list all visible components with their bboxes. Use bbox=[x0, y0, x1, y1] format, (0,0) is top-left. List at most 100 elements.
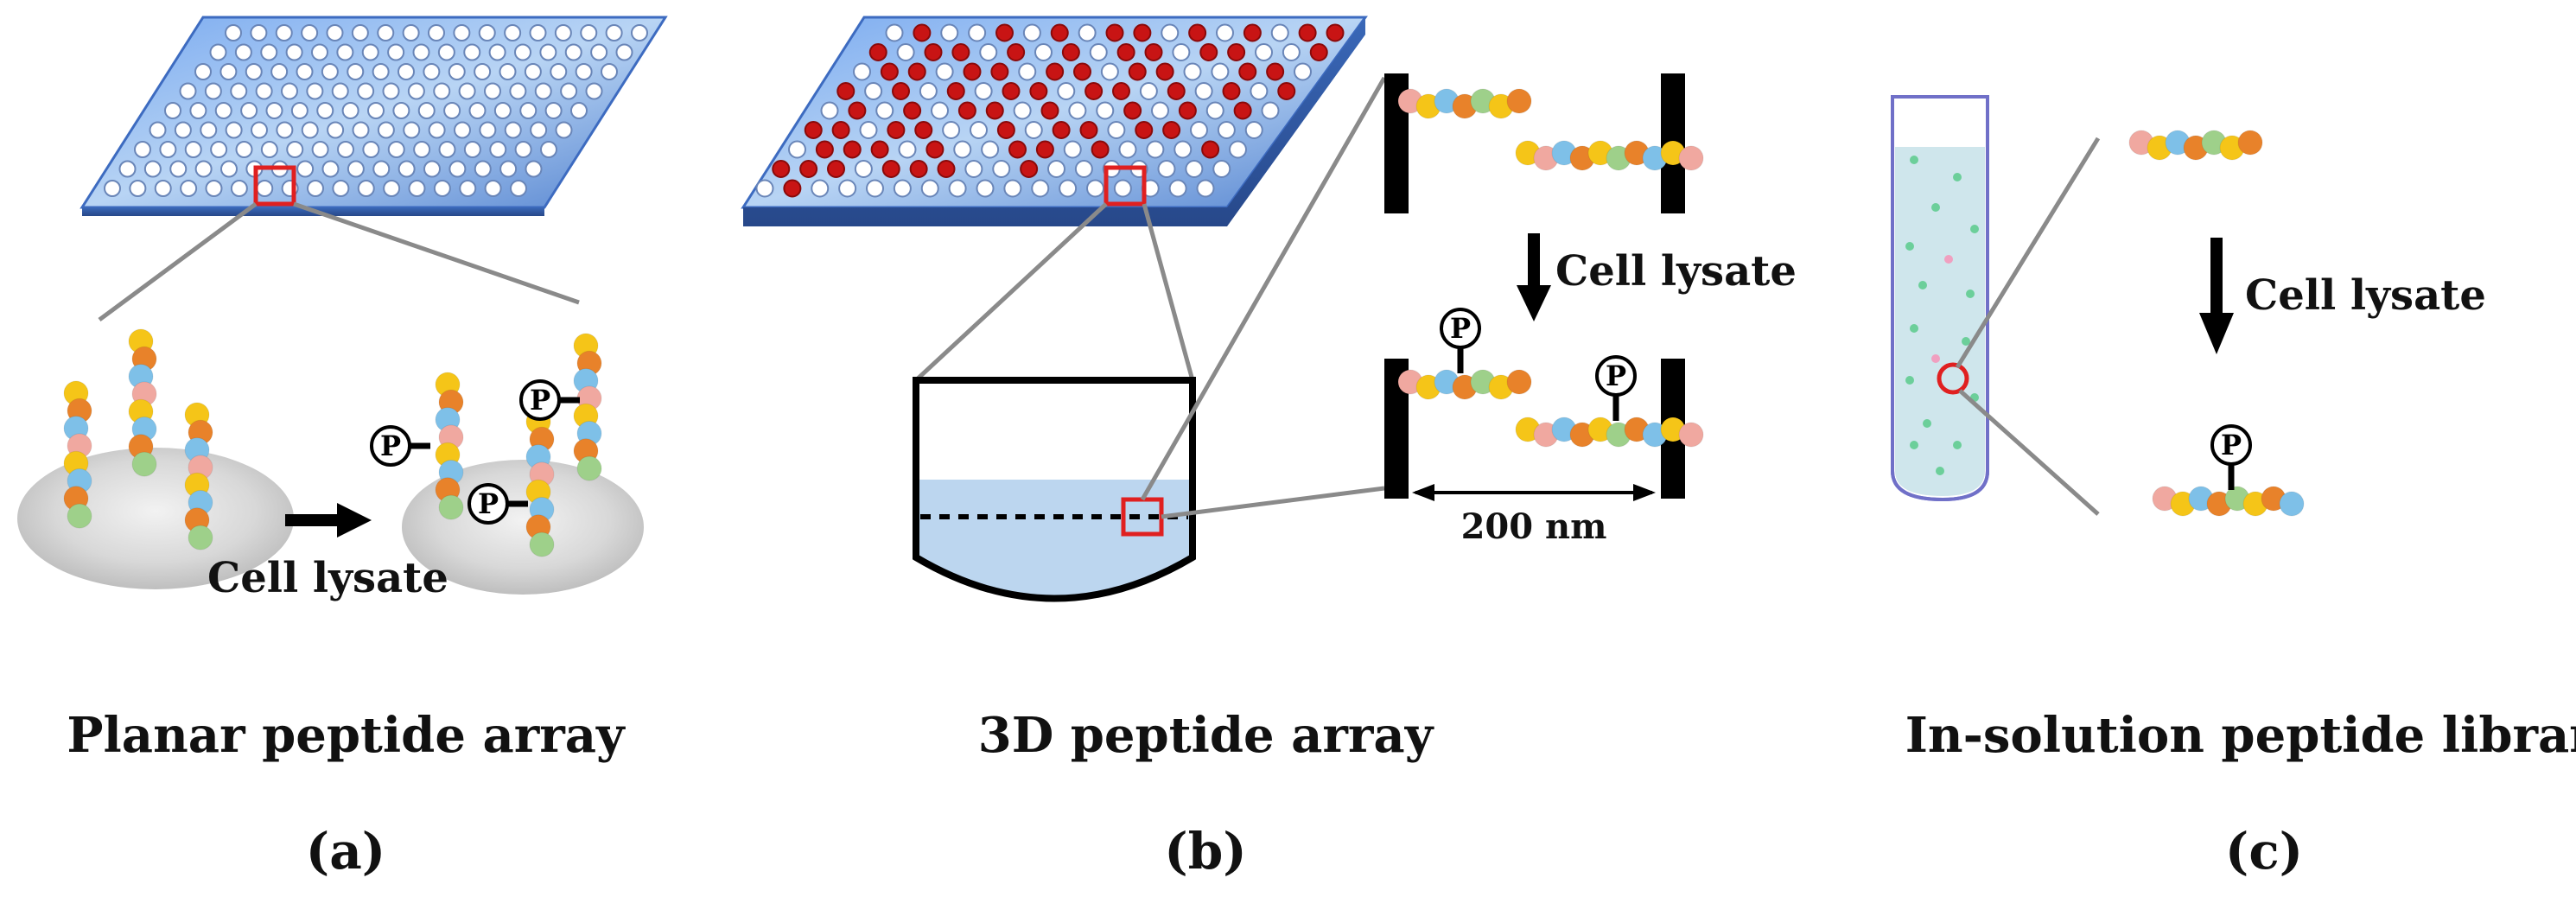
well bbox=[235, 141, 253, 158]
well bbox=[362, 141, 380, 158]
well bbox=[870, 140, 889, 159]
well bbox=[931, 101, 949, 120]
well bbox=[1233, 101, 1252, 120]
well bbox=[234, 43, 252, 61]
peptide-chains bbox=[2128, 130, 2305, 517]
well bbox=[154, 180, 172, 197]
well bbox=[1084, 82, 1104, 100]
well bbox=[377, 121, 395, 139]
well bbox=[974, 82, 993, 100]
well bbox=[402, 24, 420, 41]
well bbox=[880, 62, 899, 81]
well bbox=[875, 101, 894, 120]
well bbox=[1243, 23, 1262, 42]
well bbox=[913, 23, 932, 42]
well bbox=[1211, 62, 1230, 81]
well bbox=[210, 141, 228, 158]
well bbox=[296, 63, 314, 80]
well bbox=[992, 160, 1011, 178]
well bbox=[815, 140, 834, 159]
well bbox=[423, 160, 441, 178]
well bbox=[200, 121, 218, 139]
well bbox=[772, 160, 791, 178]
well bbox=[1205, 101, 1224, 120]
zoom-line bbox=[1142, 203, 1195, 381]
well bbox=[290, 102, 308, 119]
zoom-line bbox=[1140, 76, 1387, 501]
particle bbox=[1910, 441, 1918, 449]
phospho-symbol: P bbox=[478, 487, 499, 520]
well bbox=[1151, 101, 1169, 120]
well bbox=[1116, 43, 1135, 61]
well bbox=[398, 160, 416, 178]
well bbox=[454, 121, 471, 139]
particle bbox=[1910, 324, 1918, 333]
well bbox=[1277, 82, 1296, 100]
well bbox=[1183, 62, 1202, 81]
well bbox=[580, 24, 598, 41]
arrow bbox=[2199, 238, 2234, 354]
well bbox=[555, 121, 573, 139]
particle bbox=[1953, 173, 1962, 181]
panel-a: Cell lysate PPP Planar peptide array (a) bbox=[17, 16, 668, 881]
well bbox=[321, 160, 340, 178]
well bbox=[914, 121, 933, 139]
well bbox=[942, 121, 961, 139]
well bbox=[275, 24, 293, 41]
well bbox=[412, 43, 430, 61]
well bbox=[799, 160, 818, 178]
well bbox=[316, 102, 334, 119]
well bbox=[240, 102, 258, 119]
well bbox=[209, 43, 227, 61]
zoom-line bbox=[98, 201, 258, 322]
well bbox=[1250, 82, 1269, 100]
well bbox=[301, 121, 319, 139]
well bbox=[1100, 62, 1119, 81]
well bbox=[1172, 43, 1191, 61]
well bbox=[403, 121, 421, 139]
panel-b: Cell lysate 200 nm PP 3D peptide array (… bbox=[741, 16, 1797, 881]
well bbox=[848, 101, 867, 120]
well bbox=[843, 140, 862, 159]
well bbox=[474, 160, 492, 178]
well bbox=[443, 102, 461, 119]
well bbox=[970, 121, 988, 139]
well bbox=[1199, 43, 1218, 61]
well bbox=[881, 160, 900, 178]
well bbox=[1298, 23, 1317, 42]
well bbox=[194, 63, 212, 80]
well bbox=[893, 179, 912, 198]
3d-slide-wells bbox=[755, 23, 1345, 198]
panel-c: Cell lysate P In-solution peptide librar… bbox=[1891, 95, 2576, 881]
surface-blob bbox=[402, 460, 644, 595]
well bbox=[327, 121, 345, 139]
well bbox=[585, 82, 603, 100]
well bbox=[995, 23, 1014, 42]
well bbox=[1013, 101, 1032, 120]
well bbox=[1074, 160, 1093, 178]
well bbox=[1294, 62, 1312, 81]
well bbox=[276, 121, 294, 139]
well bbox=[940, 23, 959, 42]
well bbox=[575, 63, 593, 80]
well bbox=[996, 121, 1015, 139]
well bbox=[1162, 121, 1181, 139]
phospho-symbol: P bbox=[1450, 312, 1471, 345]
well bbox=[194, 160, 213, 178]
well bbox=[417, 102, 436, 119]
well bbox=[864, 82, 883, 100]
well bbox=[493, 102, 512, 119]
particle bbox=[1923, 419, 1931, 428]
well bbox=[1047, 160, 1065, 178]
well bbox=[783, 179, 802, 198]
well bbox=[413, 141, 431, 158]
panel-title: Planar peptide array bbox=[67, 707, 626, 764]
well bbox=[1282, 43, 1301, 61]
peptide-bead bbox=[529, 531, 555, 557]
well bbox=[1185, 160, 1204, 178]
well bbox=[392, 102, 410, 119]
well bbox=[149, 121, 167, 139]
well bbox=[909, 160, 928, 178]
well bbox=[372, 63, 390, 80]
well bbox=[854, 160, 873, 178]
